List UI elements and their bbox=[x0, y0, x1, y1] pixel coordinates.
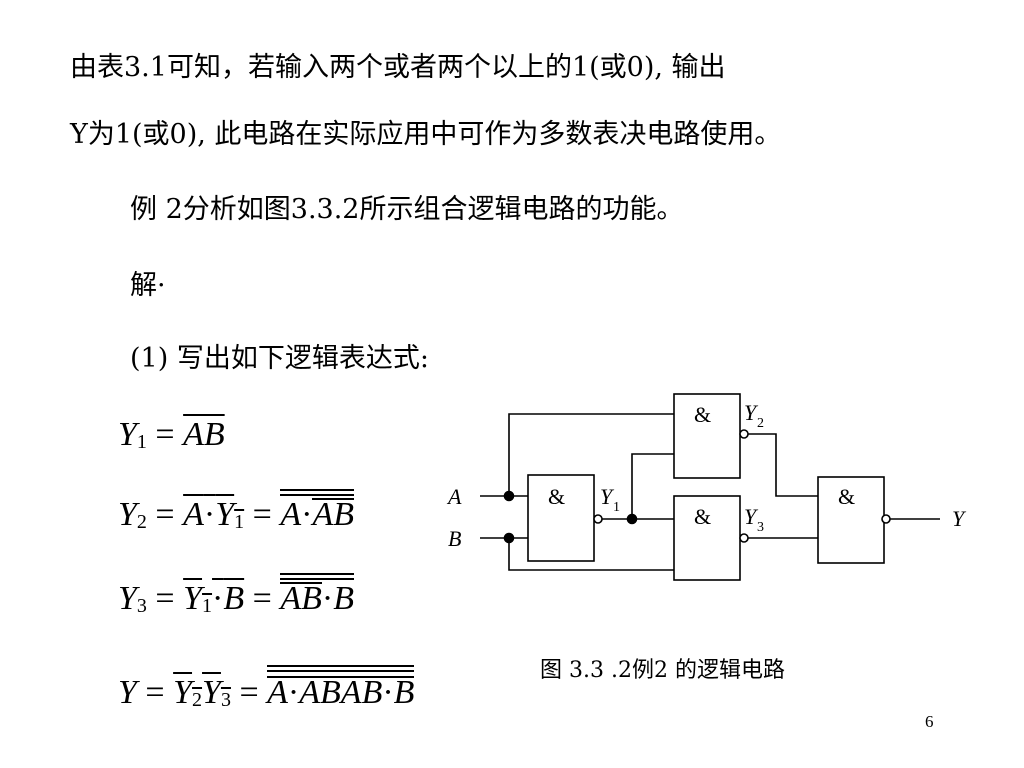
text-line-1: 由表3.1可知，若输入两个或者两个以上的1(或0), 输出 bbox=[70, 52, 726, 83]
eq-sub: 1 bbox=[202, 595, 213, 617]
inversion-bubble bbox=[739, 533, 749, 543]
text-line-2: Y为1(或0), 此电路在实际应用中可作为多数表决电路使用。 bbox=[70, 119, 782, 150]
eq-var-b: B bbox=[333, 580, 354, 617]
eq-var-ab: AB bbox=[299, 674, 341, 711]
eq-var-a: A bbox=[183, 496, 204, 533]
input-b-label: B bbox=[448, 526, 461, 551]
figure-caption: 图 3.3 .2例2 的逻辑电路 bbox=[540, 658, 785, 683]
eq-var-ab: AB bbox=[280, 580, 322, 617]
eq-dot: · bbox=[203, 496, 216, 533]
junction-dot bbox=[503, 532, 515, 544]
eq-var-y: Y bbox=[118, 416, 137, 453]
eq-dot: · bbox=[321, 580, 334, 617]
junction-dot bbox=[503, 490, 515, 502]
output-y-label: Y bbox=[952, 506, 967, 531]
junction-dot bbox=[626, 513, 638, 525]
wire-b-to-gate3 bbox=[508, 538, 674, 571]
eq-overline-a-y1: A·Y1 bbox=[183, 496, 244, 533]
eq-var-ab: AB bbox=[312, 496, 354, 533]
eq-inner-overline: AB bbox=[312, 498, 354, 532]
eq-dot: · bbox=[301, 496, 313, 533]
eq-sub: 1 bbox=[234, 511, 245, 533]
eq-triple-overline: A·ABAB·B bbox=[267, 665, 415, 711]
y1-subscript: 1 bbox=[613, 500, 620, 515]
eq-sign: = bbox=[145, 674, 165, 711]
eq-sign: = bbox=[155, 580, 175, 617]
eq-var-b: B bbox=[393, 674, 415, 711]
eq-sign: = bbox=[155, 416, 175, 453]
eq-double-overline: AB·B bbox=[280, 573, 354, 617]
eq-var-y: Y bbox=[215, 496, 235, 533]
eq-sub: 3 bbox=[136, 595, 147, 617]
inversion-bubble bbox=[593, 514, 603, 524]
eq-overline-y1-b: Y1·B bbox=[183, 580, 244, 617]
logic-circuit-diagram: & & & & A B Y Y 1 Y 2 Y 3 bbox=[446, 393, 967, 581]
eq-sub: 2 bbox=[136, 511, 147, 533]
eq-sub: 2 bbox=[192, 689, 203, 711]
eq-var-ab: AB bbox=[183, 416, 225, 453]
wire-y1-to-gate2 bbox=[631, 453, 674, 519]
eq-sub: 3 bbox=[220, 689, 231, 711]
inversion-bubble bbox=[881, 514, 891, 524]
eq-var-a: A bbox=[267, 674, 288, 711]
eq-var-y: Y bbox=[118, 496, 137, 533]
y2-subscript: 2 bbox=[757, 416, 764, 431]
y2-label: Y bbox=[744, 400, 759, 425]
gate-3-symbol: & bbox=[694, 504, 711, 529]
equation-y3: Y3 = Y1·B = AB·B bbox=[118, 573, 354, 617]
eq-var-y: Y bbox=[118, 580, 137, 617]
eq-inner-overline-group-1: A·AB bbox=[267, 676, 341, 710]
eq-var-y: Y bbox=[202, 674, 221, 711]
eq-var-y: Y bbox=[118, 674, 137, 711]
equation-y: Y = Y2Y3 = A·ABAB·B bbox=[118, 665, 415, 711]
eq-overline-y2y3: Y2Y3 bbox=[173, 674, 231, 711]
eq-inner-overline: AB bbox=[340, 674, 383, 711]
eq-sub: 1 bbox=[136, 431, 147, 453]
eq-var-b: B bbox=[223, 580, 245, 617]
wire-y2 bbox=[748, 433, 818, 497]
solution-label: 解· bbox=[130, 270, 166, 301]
page-number: 6 bbox=[925, 712, 934, 731]
eq-inner-overline-group-2: AB·B bbox=[340, 674, 415, 711]
y3-subscript: 3 bbox=[757, 520, 764, 535]
gate-1-symbol: & bbox=[548, 484, 565, 509]
eq-sign: = bbox=[239, 674, 259, 711]
example-heading: 例 2分析如图3.3.2所示组合逻辑电路的功能。 bbox=[130, 194, 684, 225]
circuit-wires bbox=[480, 413, 940, 571]
eq-overline-ab: AB bbox=[183, 416, 225, 453]
eq-sign: = bbox=[252, 580, 272, 617]
eq-dot: · bbox=[212, 580, 224, 617]
eq-double-overline: A·AB bbox=[280, 489, 354, 533]
eq-dot: · bbox=[382, 674, 394, 711]
eq-sign: = bbox=[252, 496, 272, 533]
gate-2-symbol: & bbox=[694, 402, 711, 427]
eq-var-a: A bbox=[280, 496, 302, 533]
eq-dot: · bbox=[287, 674, 300, 711]
wire-a-to-gate2 bbox=[508, 413, 674, 496]
eq-var-ab: AB bbox=[340, 674, 383, 711]
y1-label: Y bbox=[600, 484, 615, 509]
input-a-label: A bbox=[446, 484, 462, 509]
y3-label: Y bbox=[744, 504, 759, 529]
equation-y2: Y2 = A·Y1 = A·AB bbox=[118, 489, 354, 533]
equation-y1: Y1 = AB bbox=[118, 416, 225, 453]
eq-var-y: Y bbox=[173, 674, 193, 711]
gate-4-symbol: & bbox=[838, 484, 855, 509]
eq-sign: = bbox=[155, 496, 175, 533]
eq-inner-overline: AB bbox=[299, 676, 341, 710]
inversion-bubble bbox=[739, 429, 749, 439]
eq-var-y: Y bbox=[183, 580, 203, 617]
eq-inner-overline: AB bbox=[280, 582, 322, 616]
step-1-heading: (1) 写出如下逻辑表达式: bbox=[130, 343, 429, 374]
